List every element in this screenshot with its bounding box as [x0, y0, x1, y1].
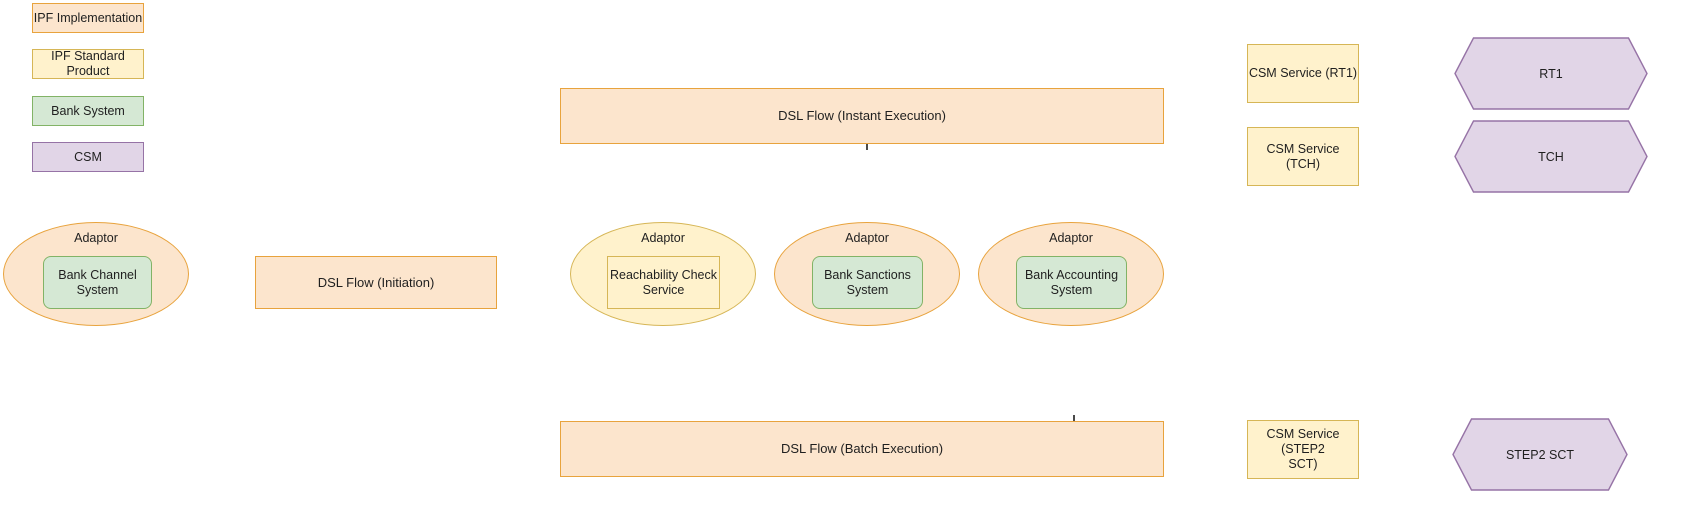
adaptor-bank-channel-system[interactable]: Adaptor Bank Channel System: [3, 222, 189, 326]
hexagon-shape: [1454, 120, 1648, 193]
adaptor-label: Adaptor: [641, 231, 685, 245]
system-reachability-check-service[interactable]: Reachability Check Service: [607, 256, 720, 309]
csm-network-tch[interactable]: TCH: [1437, 120, 1665, 193]
csm-service-step2-sct[interactable]: CSM Service (STEP2 SCT): [1247, 420, 1359, 479]
adaptor-bank-sanctions-system[interactable]: Adaptor Bank Sanctions System: [774, 222, 960, 326]
legend-item-ipf-standard-product[interactable]: IPF Standard Product: [32, 49, 144, 79]
system-bank-sanctions-system[interactable]: Bank Sanctions System: [812, 256, 923, 309]
csm-network-rt1[interactable]: RT1: [1437, 37, 1665, 110]
connector-tick-batch: [1073, 415, 1075, 421]
hexagon-shape: [1454, 37, 1648, 110]
dsl-flow-batch-execution[interactable]: DSL Flow (Batch Execution): [560, 421, 1164, 477]
dsl-flow-instant-execution[interactable]: DSL Flow (Instant Execution): [560, 88, 1164, 144]
hexagon-shape: [1452, 418, 1628, 491]
legend-item-bank-system[interactable]: Bank System: [32, 96, 144, 126]
csm-service-tch[interactable]: CSM Service (TCH): [1247, 127, 1359, 186]
dsl-flow-initiation[interactable]: DSL Flow (Initiation): [255, 256, 497, 309]
adaptor-label: Adaptor: [845, 231, 889, 245]
legend-item-ipf-implementation[interactable]: IPF Implementation: [32, 3, 144, 33]
system-bank-accounting-system[interactable]: Bank Accounting System: [1016, 256, 1127, 309]
connector-tick-instant: [866, 144, 868, 150]
system-bank-channel-system[interactable]: Bank Channel System: [43, 256, 152, 309]
adaptor-reachability-check-service[interactable]: Adaptor Reachability Check Service: [570, 222, 756, 326]
csm-network-step2-sct[interactable]: STEP2 SCT: [1452, 418, 1628, 491]
adaptor-bank-accounting-system[interactable]: Adaptor Bank Accounting System: [978, 222, 1164, 326]
csm-service-rt1[interactable]: CSM Service (RT1): [1247, 44, 1359, 103]
adaptor-label: Adaptor: [1049, 231, 1093, 245]
legend-item-csm[interactable]: CSM: [32, 142, 144, 172]
adaptor-label: Adaptor: [74, 231, 118, 245]
